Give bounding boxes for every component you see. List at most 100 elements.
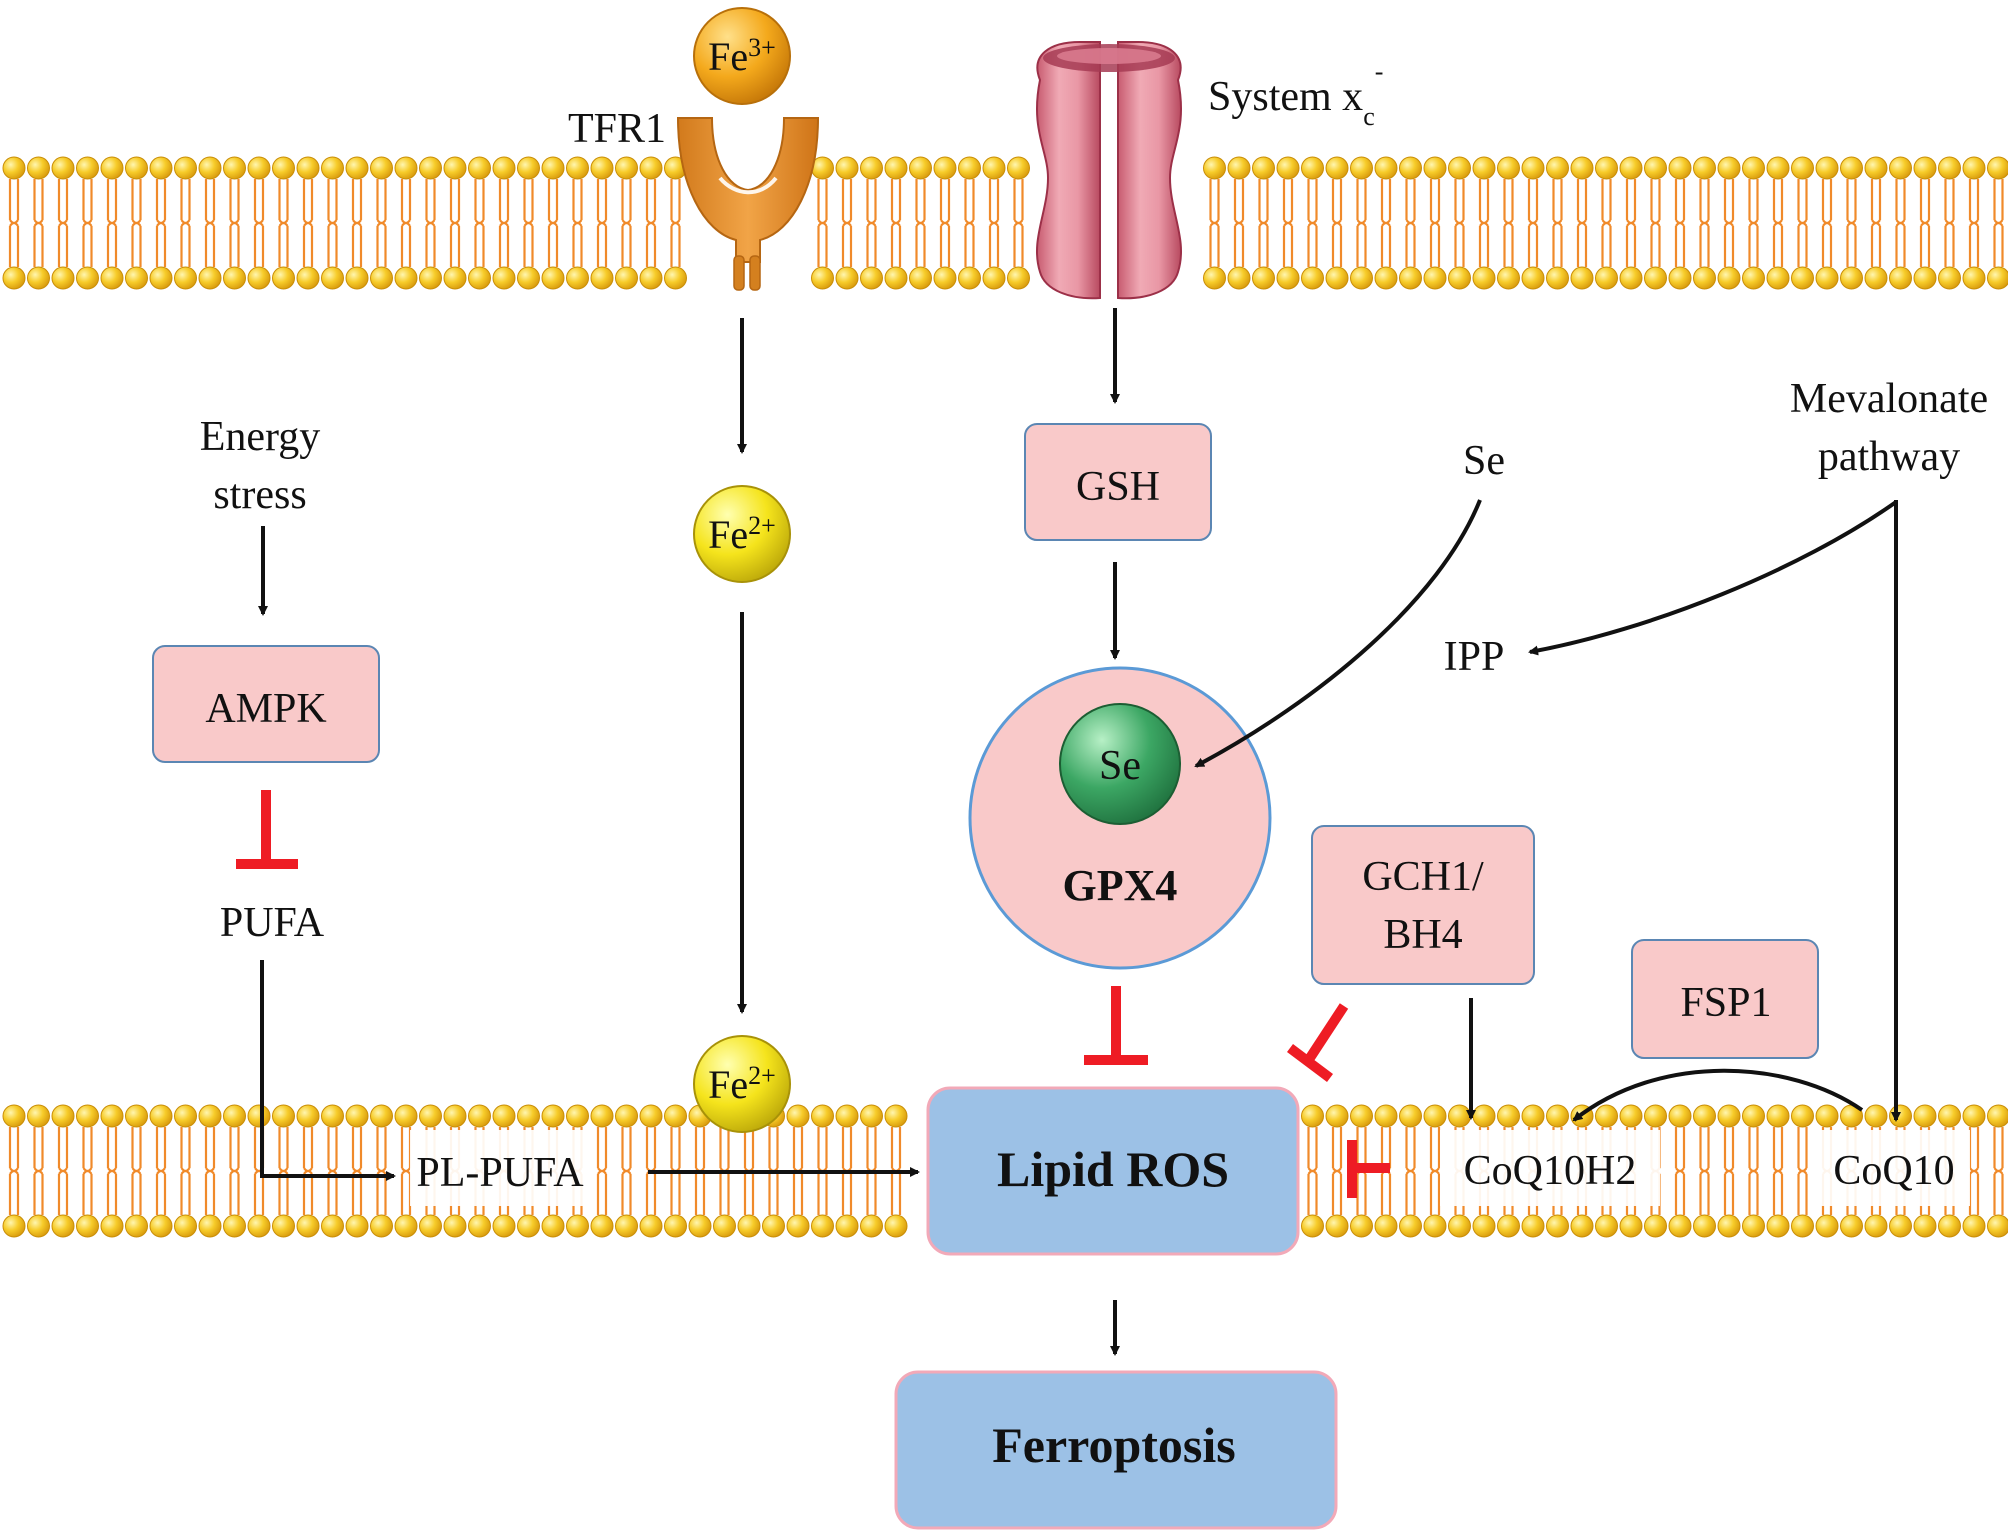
lipid-tail	[1356, 179, 1367, 267]
lipid-head	[517, 1104, 540, 1128]
lipid-head	[174, 1214, 197, 1238]
lipid-head	[1913, 1214, 1937, 1238]
lipid-head	[1742, 1104, 1765, 1128]
lipid-tail	[1209, 179, 1220, 267]
svg-text:Fe3+: Fe3+	[708, 33, 776, 80]
lipid-head	[492, 1104, 516, 1128]
lipid-head	[1252, 156, 1275, 180]
lipid-head	[2, 1104, 26, 1128]
lipid-head	[541, 156, 565, 180]
lipid-head	[1276, 266, 1300, 290]
lipid-tail	[82, 1127, 93, 1215]
lipid-head	[125, 1104, 148, 1128]
lipid-tail	[57, 1127, 69, 1215]
lipid-head	[1472, 156, 1496, 180]
lipid-tail	[82, 179, 93, 267]
lipid-tail	[841, 179, 853, 267]
lipid-head	[443, 1104, 467, 1128]
lipid-tail	[131, 179, 142, 267]
arrow-pufa-to-pl-pufa	[260, 960, 396, 1181]
lipid-tail	[645, 179, 657, 267]
lipid-tail	[498, 179, 510, 267]
lipid-tail	[1478, 179, 1490, 267]
lipid-head	[688, 1214, 712, 1238]
lipid-head	[198, 156, 222, 180]
lipid-head	[272, 1214, 295, 1238]
lipid-head	[1448, 1214, 1471, 1238]
lipid-head	[1987, 1104, 2008, 1128]
lipid-head	[1301, 1214, 1324, 1238]
lipid-tail	[915, 179, 926, 267]
arrow-mevalonate-to-ipp	[1528, 500, 1898, 656]
lipid-head	[1864, 266, 1888, 290]
gsh-label: GSH	[1076, 464, 1160, 510]
lipid-tail	[1821, 179, 1833, 267]
lipid-tail	[229, 1127, 240, 1215]
lipid-head	[1399, 156, 1422, 180]
lipid-head	[1840, 1214, 1863, 1238]
lipid-head	[1791, 1214, 1814, 1238]
lipid-tail	[1699, 1127, 1710, 1215]
lipid-tail	[302, 179, 314, 267]
lipid-head	[615, 1214, 638, 1238]
lipid-tail	[1723, 179, 1735, 267]
lipid-head	[394, 1104, 418, 1128]
se-free-label: Se	[1463, 438, 1505, 484]
energy-label: Energy	[200, 414, 321, 460]
lipid-head	[27, 1104, 50, 1128]
lipid-head	[884, 266, 908, 290]
lipid-head	[1962, 266, 1986, 290]
se-core-icon	[1059, 703, 1181, 825]
lipid-head	[1668, 1104, 1692, 1128]
lipid-tail	[1013, 179, 1024, 267]
lipid-head	[1448, 1104, 1471, 1128]
lipid-head	[1889, 156, 1912, 180]
lipid-ros-box	[926, 1086, 1300, 1256]
lipid-head	[468, 156, 491, 180]
lipid-head	[1374, 1104, 1398, 1128]
lipid-tail	[1699, 179, 1710, 267]
fsp1-box	[1631, 939, 1819, 1059]
lipid-head	[174, 156, 197, 180]
lipid-head	[590, 1214, 614, 1238]
fe3-ion: Fe3+	[693, 7, 791, 105]
lipid-head	[125, 266, 148, 290]
lipid-tail	[474, 179, 485, 267]
gpx4-label: GPX4	[1063, 861, 1178, 910]
lipid-head	[125, 156, 148, 180]
lipid-head	[345, 1214, 369, 1238]
lipid-head	[1325, 1104, 1349, 1128]
arrow-se-to-gpx4	[1194, 499, 1482, 768]
lipid-head	[1374, 1214, 1398, 1238]
lipid-head	[1595, 266, 1618, 290]
lipid-head	[174, 266, 197, 290]
coq10h2-label: CoQ10H2	[1464, 1148, 1637, 1194]
lipid-head	[1815, 266, 1839, 290]
lipid-head	[76, 266, 99, 290]
lipid-head	[1766, 156, 1790, 180]
lipid-head	[1889, 1214, 1912, 1238]
lipid-head	[1448, 156, 1471, 180]
lipid-head	[100, 156, 124, 180]
lipid-head	[1619, 1104, 1643, 1128]
svg-text:Fe2+: Fe2+	[708, 1061, 776, 1108]
lipid-head	[1472, 266, 1496, 290]
lipid-head	[664, 1214, 687, 1238]
lipid-head	[247, 1214, 271, 1238]
lipid-head	[811, 1214, 834, 1238]
fsp1-label: FSP1	[1680, 980, 1771, 1026]
lipid-tail	[1380, 179, 1392, 267]
lipid-tail	[425, 179, 436, 267]
lipid-tail	[1993, 179, 2004, 267]
lipid-head	[1742, 1214, 1765, 1238]
lipid-head	[1840, 266, 1863, 290]
lipid-head	[1497, 1214, 1520, 1238]
lipid-head	[541, 1214, 565, 1238]
lipid-head	[1644, 266, 1667, 290]
lipid-head	[1644, 1104, 1667, 1128]
lipid-tail	[694, 1127, 706, 1215]
lipid-head	[1815, 1104, 1839, 1128]
lipid-tail	[1233, 179, 1245, 267]
lipid-head	[1546, 1214, 1569, 1238]
